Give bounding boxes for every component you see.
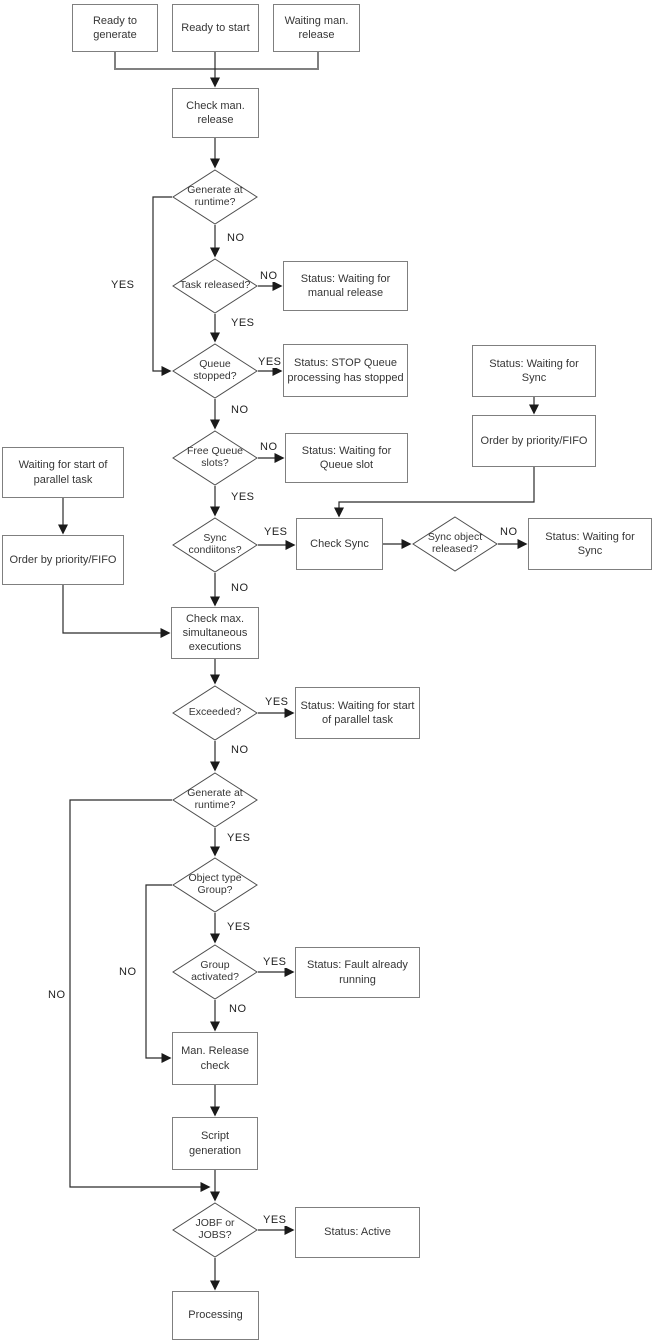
decision-generate-at-runtime-1: Generate at runtime? [172, 169, 258, 225]
decision-generate-at-runtime-2: Generate at runtime? [172, 772, 258, 828]
edge-label-yes: YES [230, 317, 256, 329]
edge-label-yes: YES [230, 491, 256, 503]
decision-label: Task released? [179, 279, 251, 292]
edge-label-no: NO [259, 270, 279, 282]
node-ready-to-start: Ready to start [172, 4, 259, 52]
edge-label-yes: YES [257, 356, 283, 368]
edge-label-no: NO [499, 526, 519, 538]
edge-label-no: NO [47, 989, 67, 1001]
edge-label-yes: YES [226, 921, 252, 933]
edge-label-no: NO [226, 232, 246, 244]
decision-sync-object-released: Sync object released? [412, 516, 498, 572]
node-check-man-release: Check man. release [172, 88, 259, 138]
node-waiting-man-release: Waiting man. release [273, 4, 360, 52]
node-status-waiting-sync-top: Status: Waiting for Sync [472, 345, 596, 397]
node-waiting-start-parallel: Waiting for start of parallel task [2, 447, 124, 498]
decision-label: Queue stopped? [193, 358, 237, 382]
node-check-max-executions: Check max. simultaneous executions [171, 607, 259, 659]
decision-queue-stopped: Queue stopped? [172, 343, 258, 399]
node-status-fault-running: Status: Fault already running [295, 947, 420, 998]
decision-label: Sync object released? [427, 531, 483, 555]
node-processing: Processing [172, 1291, 259, 1340]
node-man-release-check: Man. Release check [172, 1032, 258, 1085]
edge-label-yes: YES [263, 526, 289, 538]
decision-jobf-or-jobs: JOBF or JOBS? [172, 1202, 258, 1258]
node-order-by-priority-right: Order by priority/FIFO [472, 415, 596, 467]
edge-label-no: NO [228, 1003, 248, 1015]
decision-sync-conditions: Sync condiitons? [172, 517, 258, 573]
decision-label: Generate at runtime? [187, 184, 243, 208]
decision-label: Generate at runtime? [187, 787, 243, 811]
decision-free-queue-slots: Free Queue slots? [172, 430, 258, 486]
node-status-waiting-queue-slot: Status: Waiting for Queue slot [285, 433, 408, 483]
edge-label-yes: YES [110, 279, 136, 291]
decision-exceeded: Exceeded? [172, 685, 258, 741]
node-status-waiting-manual-release: Status: Waiting for manual release [283, 261, 408, 311]
edge-label-no: NO [230, 404, 250, 416]
node-ready-to-generate: Ready to generate [72, 4, 158, 52]
edge-label-no: NO [259, 441, 279, 453]
edge-label-yes: YES [262, 956, 288, 968]
edge-label-yes: YES [264, 696, 290, 708]
decision-object-type-group: Object type Group? [172, 857, 258, 913]
decision-group-activated: Group activated? [172, 944, 258, 1000]
decision-label: Group activated? [191, 959, 239, 983]
decision-label: Exceeded? [188, 706, 242, 719]
edge-label-no: NO [230, 744, 250, 756]
edge-label-no: NO [230, 582, 250, 594]
node-status-waiting-sync-right: Status: Waiting for Sync [528, 518, 652, 570]
node-order-by-priority-left: Order by priority/FIFO [2, 535, 124, 585]
node-status-active: Status: Active [295, 1207, 420, 1258]
edge-label-yes: YES [262, 1214, 288, 1226]
edge-label-no: NO [118, 966, 138, 978]
decision-label: JOBF or JOBS? [195, 1217, 235, 1241]
decision-label: Sync condiitons? [188, 532, 242, 556]
decision-task-released: Task released? [172, 258, 258, 314]
decision-label: Object type Group? [188, 872, 242, 896]
edge-label-yes: YES [226, 832, 252, 844]
node-status-waiting-parallel: Status: Waiting for start of parallel ta… [295, 687, 420, 739]
node-script-generation: Script generation [172, 1117, 258, 1170]
node-status-stop-queue: Status: STOP Queue processing has stoppe… [283, 344, 408, 397]
node-check-sync: Check Sync [296, 518, 383, 570]
decision-label: Free Queue slots? [186, 445, 244, 469]
